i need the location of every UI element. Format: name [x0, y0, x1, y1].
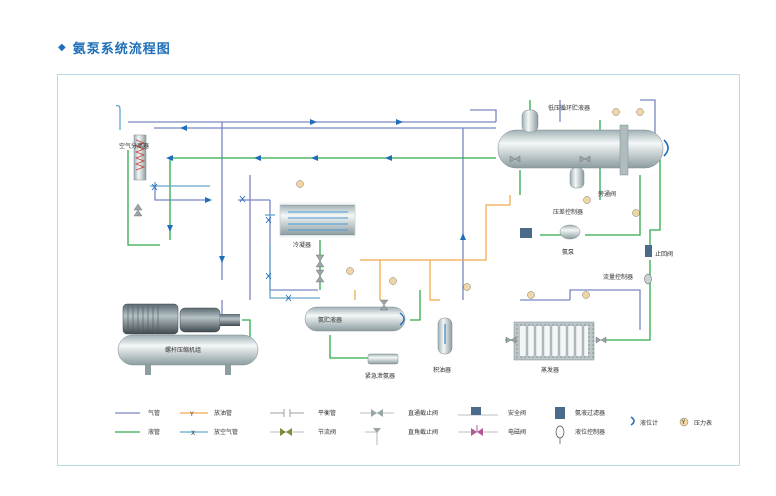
- flow-controller-label: 流量控制器: [603, 273, 633, 281]
- legend-safety-label: 安全阀: [508, 409, 526, 417]
- legend-level-controller-swatch: [555, 425, 565, 444]
- legend-vent-label: 放空气管: [214, 428, 238, 436]
- condenser-label: 冷凝器: [293, 241, 311, 249]
- screw-unit-label: 螺杆压缩机组: [165, 346, 201, 354]
- ammonia-pump-label: 氨泵: [562, 248, 574, 256]
- emergency-drain: 紧急泄氨器: [365, 353, 399, 380]
- oil-pipes: [354, 195, 511, 301]
- legend-pressure-gauge-label: 压力表: [694, 419, 712, 427]
- legend-balance-label: 平衡管: [318, 409, 336, 417]
- lp-receiver-label: 低压循环贮液器: [548, 104, 590, 112]
- legend-gas-label: 气管: [148, 409, 160, 417]
- svg-text:Y: Y: [189, 411, 194, 418]
- vent-x-markers: [151, 183, 292, 302]
- flow-arrows: [166, 119, 466, 263]
- ammonia-pump: 氨泵 压差控制器 旁通阀 止回阀 流量控制器: [520, 190, 673, 285]
- oil-collector: 积油器: [433, 317, 453, 374]
- oil-collector-label: 积油器: [433, 366, 451, 374]
- legend-liquid-label: 液管: [148, 428, 160, 436]
- ammonia-receiver: 氨贮液器: [304, 306, 406, 332]
- page-title: ◆ 氨泵系统流程图: [58, 38, 171, 57]
- screw-compressor-unit: 螺杆压缩机组: [117, 303, 259, 375]
- legend-solenoid-label: 电磁阀: [508, 428, 526, 436]
- page-title-text: 氨泵系统流程图: [72, 42, 171, 57]
- legend-angle-stop-swatch: [365, 428, 381, 445]
- evaporator-label: 蒸发器: [541, 366, 559, 374]
- valves: [133, 155, 607, 344]
- diamond-icon: ◆: [58, 42, 67, 53]
- legend: 气管 液管 Y 放油管 X 放空气管 平衡管 节流阀 直通截止阀 直角截止阀: [115, 407, 712, 445]
- air-separator: 空气分离器: [119, 134, 149, 181]
- legend-oil-label: 放油管: [214, 409, 232, 417]
- legend-filter-swatch: [555, 407, 565, 419]
- emergency-drain-label: 紧急泄氨器: [365, 372, 395, 380]
- legend-balance-swatch: [270, 409, 304, 417]
- legend-level-gauge-swatch: [630, 416, 635, 426]
- evaporator: 蒸发器: [513, 321, 595, 374]
- legend-straight-stop-swatch: [360, 409, 394, 417]
- ammonia-receiver-label: 氨贮液器: [318, 316, 342, 324]
- vent-pipes: [115, 104, 320, 299]
- legend-solenoid-swatch: [458, 425, 498, 436]
- pressure-gauges: [296, 108, 644, 299]
- legend-angle-stop-label: 直角截止阀: [408, 428, 438, 436]
- legend-filter-label: 氨液过滤器: [575, 409, 605, 417]
- legend-level-controller-label: 液位控制器: [575, 428, 605, 436]
- air-separator-label: 空气分离器: [119, 142, 149, 150]
- pressure-controller-label: 压差控制器: [553, 208, 583, 216]
- bypass-valve-label: 旁通阀: [598, 190, 616, 198]
- legend-throttle-swatch: [270, 428, 304, 436]
- legend-throttle-label: 节流阀: [318, 428, 336, 436]
- diagram-frame: [57, 74, 740, 466]
- legend-level-gauge-label: 液位计: [640, 419, 658, 427]
- lp-receiver: 低压循环贮液器: [497, 104, 669, 189]
- legend-pressure-gauge-swatch: Y: [679, 417, 689, 427]
- legend-safety-swatch: [458, 407, 498, 416]
- svg-text:Y: Y: [681, 419, 686, 426]
- svg-text:X: X: [191, 430, 195, 437]
- legend-straight-stop-label: 直通截止阀: [408, 409, 438, 417]
- condenser: 冷凝器: [279, 202, 356, 249]
- check-valve-label: 止回阀: [655, 250, 673, 258]
